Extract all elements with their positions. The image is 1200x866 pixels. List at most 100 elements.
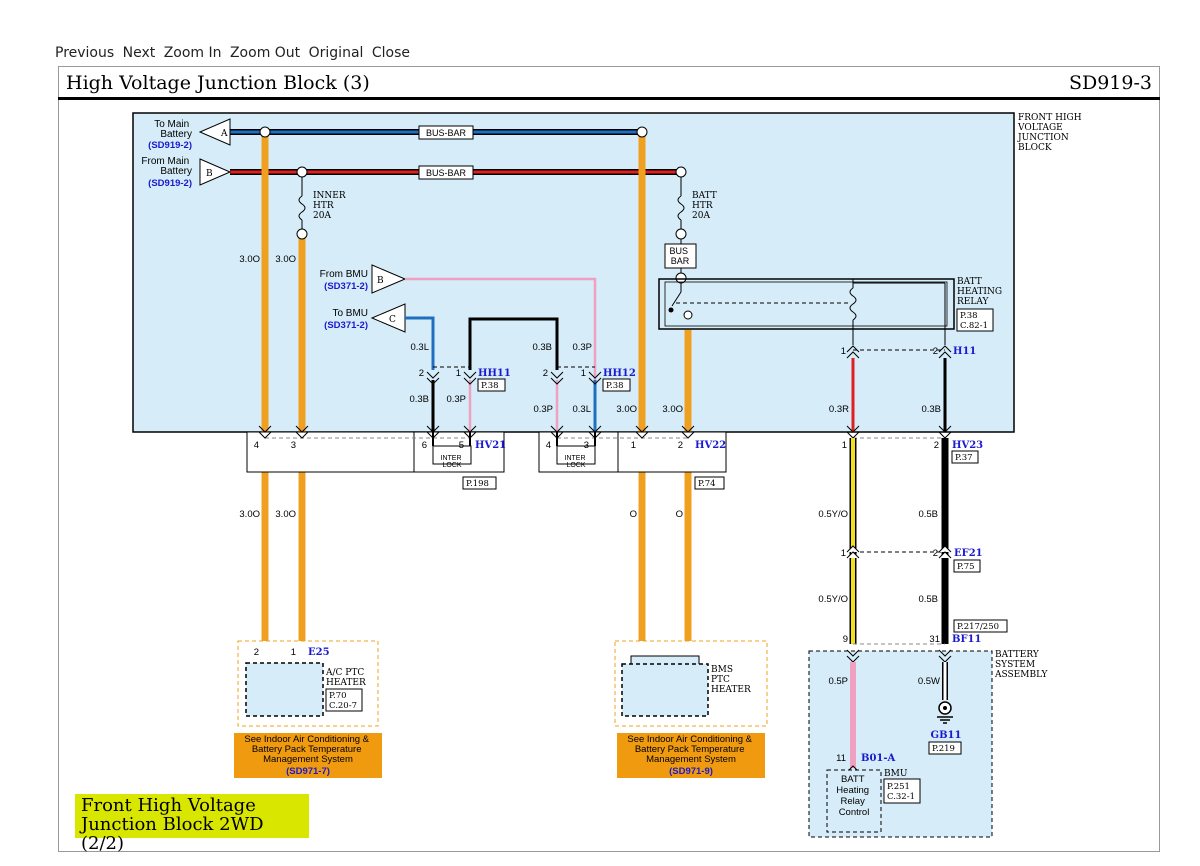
ef21-pin-2: 2 [933, 548, 938, 559]
wire-label-05b-1: 0.5B [918, 509, 938, 520]
wire-label-o-2: O [676, 509, 683, 520]
diagram-frame [58, 66, 1160, 852]
bus-bar-box [664, 243, 697, 269]
wire-label-03p-hv22: 0.3P [533, 404, 553, 415]
close-link[interactable]: Close [371, 45, 411, 61]
hh12-pin-2: 2 [543, 368, 548, 379]
wire-label-03l-hv22: 0.3L [573, 404, 592, 415]
wire-label-05b-2: 0.5B [918, 594, 938, 605]
hh12-pin-2-icon [550, 371, 564, 385]
wire-label-05w: 0.5W [918, 676, 940, 687]
ground-icon [937, 701, 953, 724]
bottom-label-line-2: Junction Block 2WD (2/2) [81, 814, 264, 854]
batt-relay-control-label: BATT Heating Relay Control [836, 774, 871, 818]
bf11-label[interactable]: BF11 [952, 634, 981, 645]
hv23-ref-box[interactable] [951, 450, 979, 464]
hh12-pin-1: 1 [581, 368, 586, 379]
h11-pin-2-icon [938, 345, 952, 359]
bmu-ref: P.251 C.32-1 [887, 782, 915, 802]
wire-label-03b-hh12: 0.3B [532, 342, 552, 353]
hv22-label[interactable]: HV22 [695, 440, 726, 451]
bms-ptc-heater-box [621, 663, 709, 717]
previous-link[interactable]: Previous [55, 45, 115, 61]
from-bmu-label: From BMU [320, 269, 368, 280]
hv22-connector-body [538, 431, 727, 473]
ref-sd971-9[interactable]: (SD971-9) [669, 766, 713, 777]
inner-htr-fuse-icon [298, 195, 306, 221]
bus-bar-label-a-box [418, 125, 474, 140]
batt-heating-relay-inner [664, 281, 948, 327]
bmu-box [826, 769, 882, 833]
hv23-pin-2: 2 [934, 440, 939, 451]
to-bmu-label: To BMU [332, 308, 368, 319]
b01a-pin-11: 11 [836, 753, 846, 764]
gb11-ref: P.219 [932, 744, 955, 754]
see-indoor-text-1: See Indoor Air Conditioning & Battery Pa… [244, 734, 371, 765]
e25-label[interactable]: E25 [308, 647, 330, 658]
bmu-ref-box[interactable] [883, 778, 921, 804]
battery-system-assembly-label: BATTERY SYSTEM ASSEMBLY [994, 650, 1048, 680]
next-link[interactable]: Next [122, 45, 156, 61]
e25-ref: P.70 C.20-7 [329, 691, 357, 711]
wire-label-03b-h11: 0.3B [921, 404, 941, 415]
hh11-ref-box[interactable] [477, 378, 506, 392]
ref-sd371-2-from[interactable]: (SD371-2) [324, 281, 368, 292]
connector-a-triangle [198, 118, 231, 146]
gb11-label[interactable]: GB11 [931, 730, 962, 741]
wire-black-loop [468, 317, 559, 370]
ref-sd919-2-a[interactable]: (SD919-2) [148, 140, 192, 151]
hv23-label[interactable]: HV23 [952, 440, 983, 451]
ef21-ref-box[interactable] [953, 559, 981, 573]
splice-b-2 [675, 166, 687, 178]
batt-heating-relay-label: BATT HEATING RELAY [957, 277, 1005, 307]
wire-label-3-upper: 3.0O [275, 254, 296, 265]
ref-sd919-2-b[interactable]: (SD919-2) [148, 178, 192, 189]
relay-output-terminal [683, 310, 693, 320]
ac-ptc-heater-label: A/C PTC HEATER [325, 668, 367, 688]
hv21-label[interactable]: HV21 [475, 440, 506, 451]
zoom-out-link[interactable]: Zoom Out [229, 45, 301, 61]
b01a-label[interactable]: B01-A [861, 753, 896, 764]
hv22-ref: P.74 [698, 479, 716, 489]
wire-label-03p-hh12: 0.3P [572, 342, 592, 353]
wire-label-05yo-2: 0.5Y/O [818, 594, 848, 605]
wire-label-o-1: O [630, 509, 637, 520]
hv23-ref: P.37 [955, 453, 973, 463]
ef21-label[interactable]: EF21 [954, 548, 983, 559]
hh11-label[interactable]: HH11 [478, 368, 511, 379]
wire-label-03l: 0.3L [411, 342, 430, 353]
h11-pin-1: 1 [841, 346, 846, 357]
h11-label[interactable]: H11 [953, 346, 976, 357]
bus-bar-label-a: BUS-BAR [426, 128, 467, 138]
hv22-interlock-box [556, 445, 596, 465]
e25-ref-box[interactable] [325, 688, 363, 712]
hh12-ref-box[interactable] [602, 378, 631, 392]
junction-block [132, 112, 1015, 433]
hv21-ref-box[interactable] [462, 476, 497, 490]
original-link[interactable]: Original [308, 45, 364, 61]
relay-ref-box[interactable] [956, 308, 994, 332]
wire-label-3-lower: 3.0O [275, 509, 296, 520]
zoom-in-link[interactable]: Zoom In [163, 45, 222, 61]
ref-sd371-2-to[interactable]: (SD371-2) [324, 320, 368, 331]
gb11-ref-box[interactable] [928, 741, 962, 755]
hv21-interlock-label: INTER LOCK [441, 455, 464, 469]
ref-sd971-7[interactable]: (SD971-7) [286, 766, 330, 777]
bf11-ref-box[interactable] [953, 619, 1008, 633]
hv21-interlock-box [432, 445, 472, 465]
hv22-pin-2: 2 [678, 440, 683, 451]
wire-blue-to-bmu [405, 316, 435, 370]
bms-ptc-heater-label: BMS PTC HEATER [711, 665, 751, 695]
inner-htr-terminal [296, 228, 308, 240]
see-indoor-box-2[interactable] [617, 733, 765, 778]
ef21-pin-1: 1 [841, 548, 846, 559]
relay-switch-blade [671, 291, 682, 307]
see-indoor-box-1[interactable] [234, 733, 382, 778]
hh12-label[interactable]: HH12 [603, 368, 636, 379]
e25-pin-1: 1 [291, 647, 296, 658]
connector-b-label: B [206, 169, 213, 179]
connector-a-label: A [220, 129, 228, 139]
wire-label-03r: 0.3R [829, 404, 849, 415]
hv22-ref-box[interactable] [694, 476, 725, 490]
